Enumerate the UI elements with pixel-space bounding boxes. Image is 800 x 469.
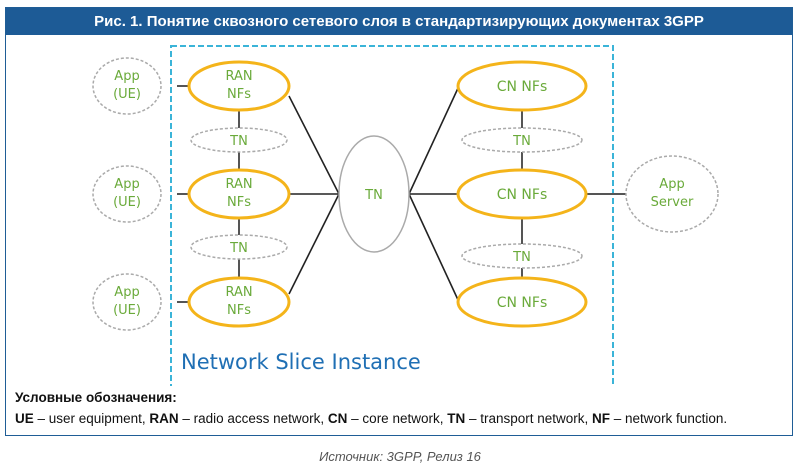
ran-label-2b: NFs [227,195,251,210]
legend-desc-ue: – user equipment, [33,411,150,426]
link-tn-cn3 [408,193,460,303]
app-server-label-b: Server [651,195,694,210]
legend-desc-nf: – network function. [610,411,728,426]
figure-title: Рис. 1. Понятие сквозного сетевого слоя … [6,8,792,35]
cn-nf-node-3: CN NFs [456,276,588,328]
tn-small-right-label-2: TN [512,250,531,265]
cn-nf-node-1: CN NFs [456,60,588,112]
ran-nf-node-2: RAN NFs [187,168,291,220]
tn-central-label: TN [364,188,383,203]
legend-desc-tn: – transport network, [465,411,593,426]
app-ue-label-3a: App [114,285,139,300]
network-slice-boundary [170,45,614,386]
cn-label-3: CN NFs [497,295,548,311]
app-server-node: App Server [625,155,719,233]
tn-small-left-1: TN [190,127,288,153]
ran-label-2a: RAN [225,177,252,192]
ran-label-3b: NFs [227,303,251,318]
app-ue-label-2b: (UE) [113,195,141,210]
slice-label: Network Slice Instance [181,350,421,374]
cn-label-1: CN NFs [497,79,548,95]
link-tn-cn1 [408,85,460,195]
ran-label-1a: RAN [225,69,252,84]
network-slice-diagram: Network Slice Instance App (UE) App [92,45,719,386]
legend-abbr-nf: NF [592,411,611,426]
cn-nf-node-2: CN NFs [456,168,588,220]
ran-label-1b: NFs [227,87,251,102]
app-ue-label-1a: App [114,69,139,84]
tn-small-left-2: TN [190,234,288,260]
tn-small-right-2: TN [461,243,583,269]
legend: Условные обозначения: UE – user equipmen… [15,390,727,426]
link-ran1-tn [288,95,340,195]
cn-label-2: CN NFs [497,187,548,203]
legend-abbr-ue: UE [15,411,34,426]
tn-small-right-label-1: TN [512,134,531,149]
legend-abbr-cn: CN [327,411,348,426]
link-ran3-tn [288,193,340,295]
source-caption: Источник: 3GPP, Релиз 16 [319,449,481,464]
app-ue-node-2: App (UE) [92,165,162,223]
legend-abbr-ran: RAN [149,411,179,426]
ran-nf-node-3: RAN NFs [187,276,291,328]
app-ue-node-3: App (UE) [92,273,162,331]
app-ue-label-3b: (UE) [113,303,141,318]
app-ue-node-1: App (UE) [92,57,162,115]
app-ue-label-1b: (UE) [113,87,141,102]
legend-desc-cn: – core network, [347,411,448,426]
tn-small-right-1: TN [461,127,583,153]
app-server-label-a: App [659,177,684,192]
legend-desc-ran: – radio access network, [178,411,328,426]
ran-label-3a: RAN [225,285,252,300]
tn-small-left-label-1: TN [229,134,248,149]
figure-frame: Рис. 1. Понятие сквозного сетевого слоя … [5,7,793,436]
legend-title: Условные обозначения: [15,390,177,405]
tn-central-node: TN [338,135,410,253]
app-ue-label-2a: App [114,177,139,192]
ran-nf-node-1: RAN NFs [187,60,291,112]
legend-abbr-tn: TN [447,411,466,426]
tn-small-left-label-2: TN [229,241,248,256]
legend-line: UE – user equipment, RAN – radio access … [15,411,727,426]
